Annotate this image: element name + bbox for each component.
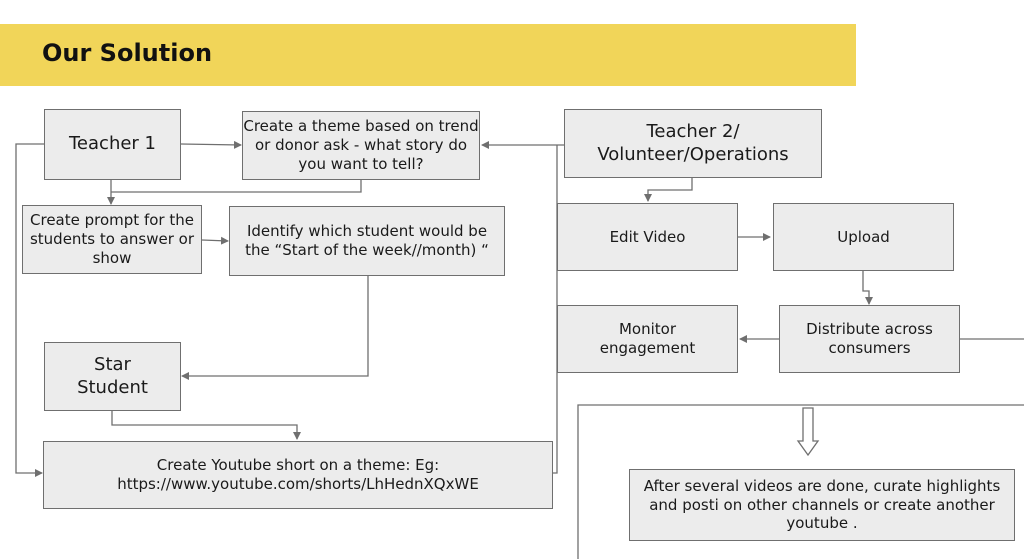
node-edit-video-label: Edit Video: [609, 227, 686, 246]
node-teacher-2-label: Teacher 2/ Volunteer/Operations: [597, 121, 789, 165]
arrow-star-to-short: [111, 411, 301, 440]
node-curate-highlights-label: After several videos are done, curate hi…: [643, 476, 1001, 533]
node-teacher-1-label: Teacher 1: [69, 133, 156, 155]
node-create-theme: Create a theme based on trend or donor a…: [242, 111, 480, 180]
node-monitor-engagement: Monitor engagement: [557, 305, 738, 373]
arrow-teacher2-to-edit: [644, 178, 693, 202]
arrow-prompt-to-identify: [201, 236, 229, 245]
header-banner: Our Solution: [0, 24, 856, 86]
arrow-teacher1-to-short: [15, 143, 44, 477]
page-title: Our Solution: [42, 39, 213, 67]
node-identify-student-label: Identify which student would be the “Sta…: [245, 222, 489, 259]
arrow-upload-to-distribute: [862, 271, 873, 305]
node-star-student: Star Student: [44, 342, 181, 411]
node-create-prompt-label: Create prompt for the students to answer…: [29, 211, 195, 267]
arrow-teacher1-to-theme: [180, 140, 242, 149]
node-monitor-engagement-label: Monitor engagement: [599, 320, 696, 357]
node-distribute-label: Distribute across consumers: [806, 320, 933, 357]
node-identify-student: Identify which student would be the “Sta…: [229, 206, 505, 276]
node-edit-video: Edit Video: [557, 203, 738, 271]
node-curate-highlights: After several videos are done, curate hi…: [629, 469, 1015, 541]
node-distribute: Distribute across consumers: [779, 305, 960, 373]
arrow-identify-to-star: [181, 276, 369, 380]
node-star-student-label: Star Student: [77, 354, 148, 398]
line-theme-to-branch: [111, 180, 362, 193]
node-create-youtube-short: Create Youtube short on a theme: Eg: htt…: [43, 441, 553, 509]
node-create-youtube-short-label: Create Youtube short on a theme: Eg: htt…: [117, 456, 479, 493]
hollow-down-arrow: [796, 407, 820, 457]
node-teacher-1: Teacher 1: [44, 109, 181, 180]
node-create-prompt: Create prompt for the students to answer…: [22, 205, 202, 274]
node-teacher-2: Teacher 2/ Volunteer/Operations: [564, 109, 822, 178]
node-create-theme-label: Create a theme based on trend or donor a…: [243, 117, 479, 173]
node-upload: Upload: [773, 203, 954, 271]
node-upload-label: Upload: [837, 227, 890, 246]
curate-frame-line: [577, 404, 1024, 559]
